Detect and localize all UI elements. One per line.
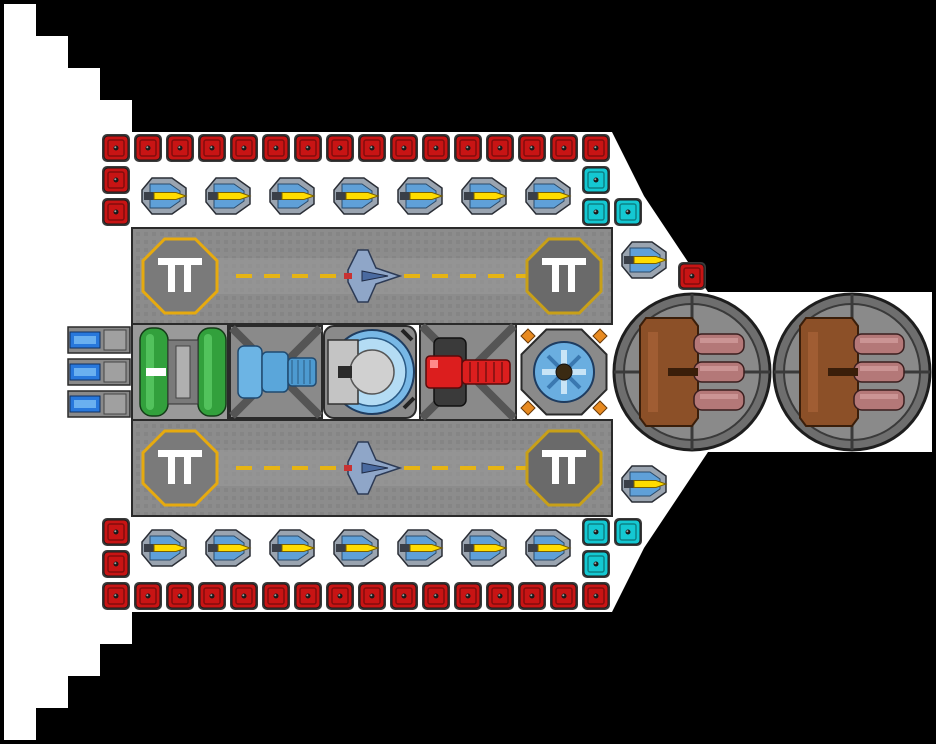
armor-block-icon <box>262 134 290 162</box>
armor-block-icon <box>454 134 482 162</box>
landing-pad-icon <box>141 237 219 315</box>
missile-launcher-icon <box>205 177 252 215</box>
missile-launcher-icon <box>141 529 188 567</box>
shield-generator-icon <box>323 325 417 419</box>
defense-core-icon <box>520 328 608 416</box>
armor-block-icon <box>422 582 450 610</box>
missile-launcher-icon <box>333 529 380 567</box>
missile-launcher-icon <box>397 529 444 567</box>
armor-block-icon <box>550 134 578 162</box>
missile-launcher-icon <box>525 529 572 567</box>
armor-block-icon <box>102 134 130 162</box>
fighter-craft-icon <box>344 249 403 303</box>
armor-block-icon <box>582 518 610 546</box>
heavy-turret-icon <box>612 292 772 452</box>
reactor-icon <box>131 323 229 421</box>
armor-block-icon <box>518 582 546 610</box>
cannon-icon <box>419 323 517 421</box>
armor-block-icon <box>230 134 258 162</box>
armor-block-icon <box>582 582 610 610</box>
missile-launcher-icon <box>621 241 668 279</box>
fighter-craft-icon <box>344 441 403 495</box>
landing-pad-icon <box>141 429 219 507</box>
missile-launcher-icon <box>397 177 444 215</box>
missile-launcher-icon <box>461 529 508 567</box>
armor-block-icon <box>102 166 130 194</box>
core-module-layer <box>67 292 932 452</box>
armor-block-icon <box>102 518 130 546</box>
landing-pad-icon <box>525 429 603 507</box>
armor-block-icon <box>102 582 130 610</box>
armor-block-icon <box>134 582 162 610</box>
armor-block-icon <box>102 198 130 226</box>
armor-block-icon <box>582 134 610 162</box>
armor-block-icon <box>582 166 610 194</box>
missile-launcher-icon <box>525 177 572 215</box>
hangar-bay-bottom <box>131 419 613 517</box>
armor-block-icon <box>582 550 610 578</box>
weapon-layer <box>141 177 668 567</box>
missile-launcher-icon <box>141 177 188 215</box>
hangar-bay-top <box>131 227 613 325</box>
missile-launcher-icon <box>205 529 252 567</box>
armor-block-icon <box>326 582 354 610</box>
armor-block-icon <box>678 262 706 290</box>
armor-block-icon <box>390 134 418 162</box>
hangar-layer <box>131 227 613 517</box>
missile-launcher-icon <box>269 529 316 567</box>
armor-block-icon <box>614 198 642 226</box>
armor-block-icon <box>486 582 514 610</box>
heavy-turret-icon <box>772 292 932 452</box>
armor-block-icon <box>422 134 450 162</box>
missile-launcher-icon <box>621 465 668 503</box>
missile-launcher-icon <box>461 177 508 215</box>
armor-block-icon <box>326 134 354 162</box>
armor-block-icon <box>486 134 514 162</box>
armor-block-icon <box>614 518 642 546</box>
armor-block-icon <box>102 550 130 578</box>
armor-block-icon <box>198 134 226 162</box>
armor-block-icon <box>358 134 386 162</box>
armor-block-icon <box>550 582 578 610</box>
missile-launcher-icon <box>269 177 316 215</box>
armor-block-icon <box>230 582 258 610</box>
armor-layer <box>102 134 706 610</box>
armor-block-icon <box>294 582 322 610</box>
armor-block-icon <box>262 582 290 610</box>
armor-block-icon <box>166 134 194 162</box>
armor-block-icon <box>166 582 194 610</box>
armor-block-icon <box>294 134 322 162</box>
missile-launcher-icon <box>333 177 380 215</box>
landing-pad-icon <box>525 237 603 315</box>
armor-block-icon <box>134 134 162 162</box>
engine-icon <box>67 358 131 386</box>
engine-icon <box>67 390 131 418</box>
armor-block-icon <box>454 582 482 610</box>
ion-cannon-icon <box>229 325 323 419</box>
armor-block-icon <box>582 198 610 226</box>
armor-block-icon <box>198 582 226 610</box>
armor-block-icon <box>518 134 546 162</box>
armor-block-icon <box>358 582 386 610</box>
engine-icon <box>67 326 131 354</box>
armor-block-icon <box>390 582 418 610</box>
